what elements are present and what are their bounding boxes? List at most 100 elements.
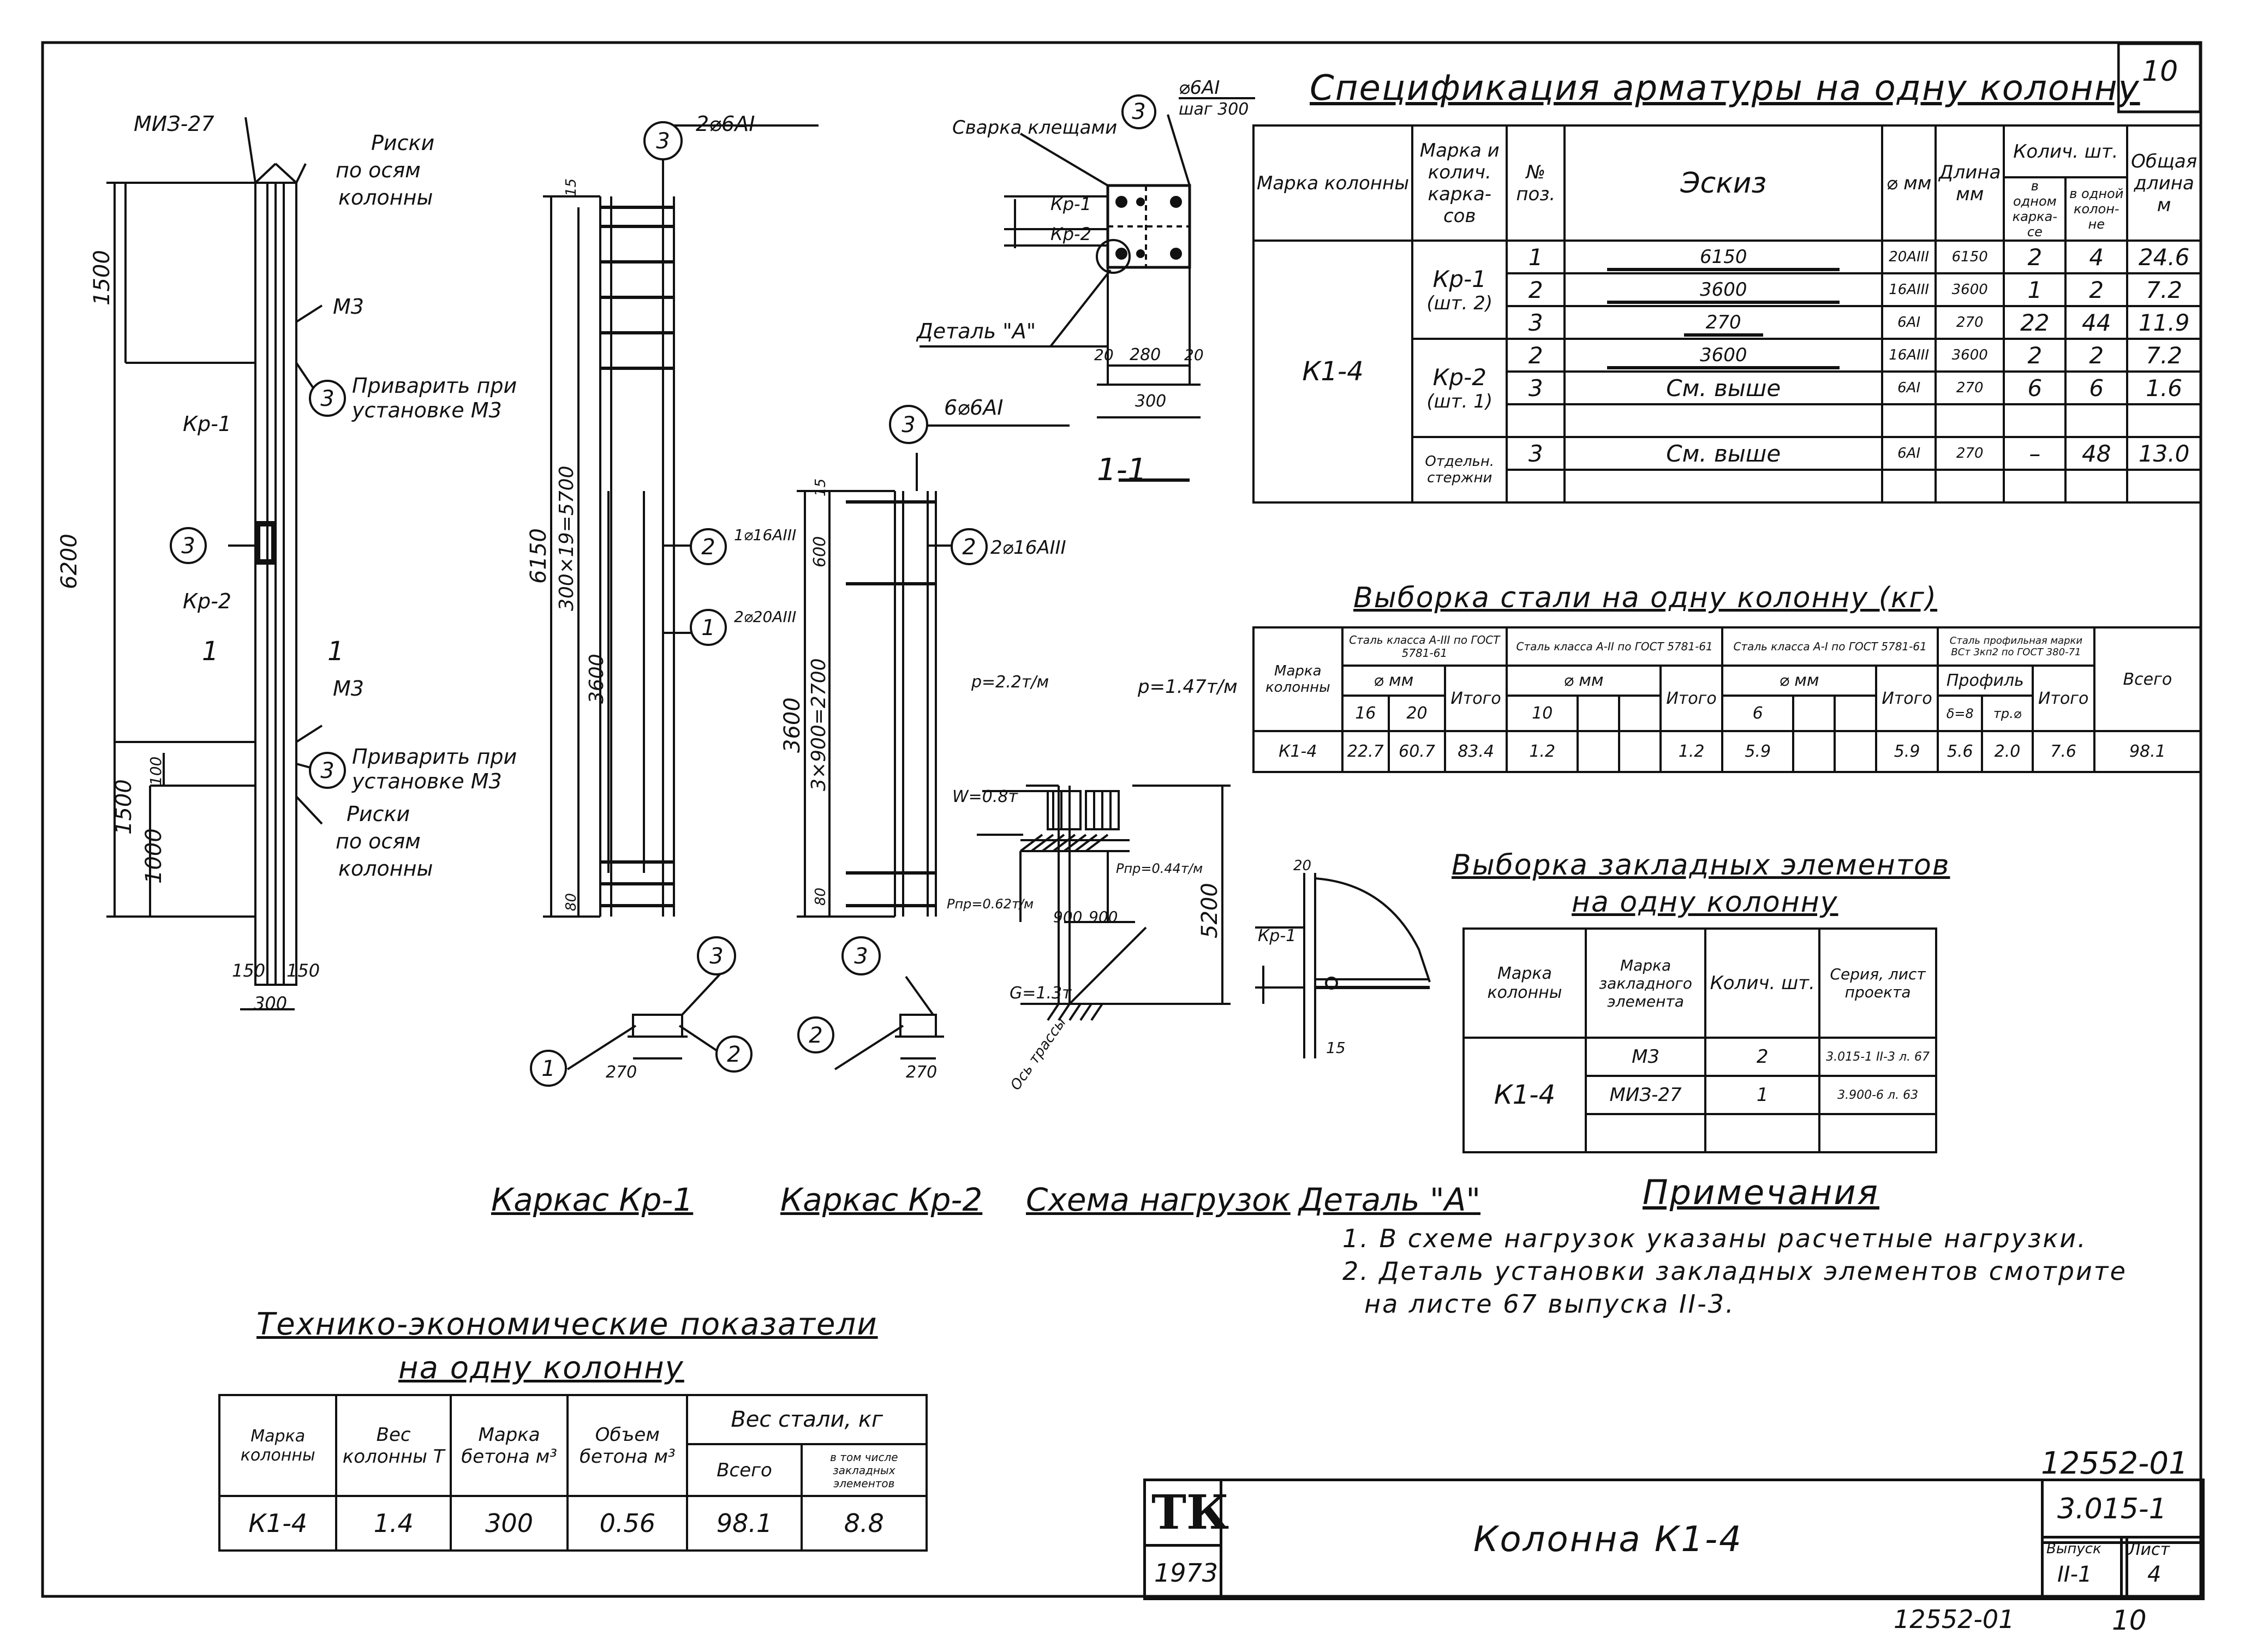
spec-total: 24.6 <box>2126 240 2202 274</box>
dim-3600-kp1: 3600 <box>586 654 608 704</box>
steel-h-dia-3: ⌀ мм <box>1341 665 1447 697</box>
spec-total: 7.2 <box>2126 338 2202 373</box>
spec-h-dia: ⌀ мм <box>1881 124 1937 242</box>
label-load-p2: p=1.47т/м <box>1137 676 1238 698</box>
balloon-2: 2 <box>962 535 976 560</box>
spec-in-col: 6 <box>2064 370 2129 405</box>
spec-h-length: Длина мм <box>1934 124 2005 242</box>
dim-80-kp1: 80 <box>563 893 580 911</box>
steel-h-itogo-1: Итого <box>1874 665 1939 732</box>
spec-pos: 3 <box>1506 436 1566 471</box>
spec-h-frame: Марка и колич. карка-сов <box>1411 124 1508 242</box>
spec-pos: 1 <box>1506 240 1566 274</box>
label-weld-2: Приварить при <box>352 745 517 769</box>
balloon-3: 3 <box>901 412 915 438</box>
embed-r2-qty <box>1704 1113 1821 1153</box>
issue-cell <box>2041 1536 2128 1600</box>
label-b2-kp1: 1⌀16AIII <box>734 526 796 544</box>
tech-title-1: Технико-экономические показатели <box>256 1307 878 1342</box>
steel-h-total: Всего <box>2093 626 2202 732</box>
spec-dia: 16AIII <box>1881 338 1937 373</box>
spec-sketch: 270 <box>1563 305 1884 340</box>
embed-mark: К1-4 <box>1462 1037 1587 1153</box>
section-1-1 <box>920 97 1255 482</box>
steel-mark: К1-4 <box>1252 730 1344 773</box>
tech-h-volume: Объем бетона м³ <box>566 1394 689 1497</box>
steel-h-10: 10 <box>1506 695 1579 732</box>
steel-h-s8: δ=8 <box>1937 695 1984 732</box>
dim-150a: 150 <box>232 960 265 981</box>
label-kp2: Кр-2 <box>183 589 231 613</box>
embed-h-emark: Марка закладного элемента <box>1584 927 1707 1039</box>
label-load-m2: Pпр=0.44т/м <box>1116 861 1203 876</box>
steel-ps8: 5.6 <box>1937 730 1984 773</box>
detail-a <box>1255 873 1431 1058</box>
series-cell <box>2041 1479 2205 1544</box>
spec-length: 3600 <box>1934 338 2005 373</box>
spec-in-frame: 6 <box>2003 370 2067 405</box>
label-risks: Риски <box>371 131 434 155</box>
spec-h-qty-frame: в одном карка-се <box>2003 176 2067 242</box>
caption-frame1: Каркас Кр-1 <box>491 1181 694 1218</box>
label-weld: Приварить при <box>352 374 517 398</box>
steel-it2: 1.2 <box>1659 730 1724 773</box>
spec-sketch-length: 270 <box>1683 312 1763 337</box>
code-top: 12552-01 <box>2041 1446 2188 1481</box>
spec-frame-cell: Кр-2(шт. 1) <box>1411 338 1508 438</box>
tk-logo: ТК <box>1151 1485 1229 1540</box>
spec-h-total: Общая длина м <box>2126 124 2202 242</box>
embed-r0-emark: М3 <box>1584 1037 1707 1077</box>
steel-table: Марка колонны Сталь класса А-III по ГОСТ… <box>1252 626 2202 773</box>
balloon-3: 3 <box>709 944 723 969</box>
balloon-3: 3 <box>320 386 334 411</box>
label-detail-a: Деталь "А" <box>916 319 1036 343</box>
steel-h-itogo-3: Итого <box>1444 665 1508 732</box>
spec-in-col: 44 <box>2064 305 2129 340</box>
label-s-kp2: Кр-2 <box>1050 224 1091 244</box>
sheet-cell <box>2120 1536 2205 1600</box>
steel-v20: 60.7 <box>1388 730 1447 773</box>
label-s-20a: 20 <box>1094 346 1114 364</box>
notes-list: 1. В схеме нагрузок указаны расчетные на… <box>1342 1222 2127 1320</box>
spec-sketch: 3600 <box>1563 272 1884 307</box>
label-load-axis: Ось трассы <box>1007 1015 1070 1093</box>
spec-dia: 16AIII <box>1881 272 1937 307</box>
tech-h-steel: Вес стали, кг <box>686 1394 928 1445</box>
dim-3600-kp2: 3600 <box>780 697 805 753</box>
spec-in-frame: 2 <box>2003 240 2067 274</box>
tech-title-2: на одну колонну <box>398 1350 684 1386</box>
frame-kp2 <box>797 424 1070 1070</box>
spec-sketch: 3600 <box>1563 338 1884 373</box>
steel-it3: 83.4 <box>1444 730 1508 773</box>
label-load-900a: 900 <box>1053 908 1082 926</box>
dim-15-kp1: 15 <box>563 178 580 196</box>
label-install: установке М3 <box>351 398 502 422</box>
spec-in-col: 2 <box>2064 272 2129 307</box>
embed-r1-series: 3.900-6 л. 63 <box>1818 1075 1937 1115</box>
spec-sketch <box>1563 403 1884 438</box>
spec-sketch: См. выше <box>1563 370 1884 405</box>
note-2: 2. Деталь установки закладных элементов … <box>1342 1256 2127 1286</box>
dim-3x900: 3×900=2700 <box>808 658 830 791</box>
tech-mark: К1-4 <box>218 1495 338 1552</box>
spec-sketch: 6150 <box>1563 240 1884 274</box>
label-b1-kp1: 2⌀20AIII <box>734 608 796 626</box>
label-m3: М3 <box>333 295 364 319</box>
spec-pos: 3 <box>1506 370 1566 405</box>
label-s-280: 280 <box>1130 345 1161 364</box>
spec-total <box>2126 403 2202 438</box>
dim-1500-top: 1500 <box>89 250 115 306</box>
embed-r0-series: 3.015-1 II-3 л. 67 <box>1818 1037 1937 1077</box>
label-kp1: Кр-1 <box>183 412 231 436</box>
spec-frame-name: Кр-1 <box>1432 265 1486 292</box>
steel-itp: 7.6 <box>2031 730 2095 773</box>
steel-h-dia-1: ⌀ мм <box>1721 665 1877 697</box>
steel-h-20: 20 <box>1388 695 1447 732</box>
spec-length: 270 <box>1934 305 2005 340</box>
steel-v6: 5.9 <box>1721 730 1795 773</box>
balloon-2: 2 <box>727 1042 741 1067</box>
dim-80-kp2: 80 <box>813 888 829 906</box>
sheet-number: 4 <box>2147 1562 2162 1587</box>
